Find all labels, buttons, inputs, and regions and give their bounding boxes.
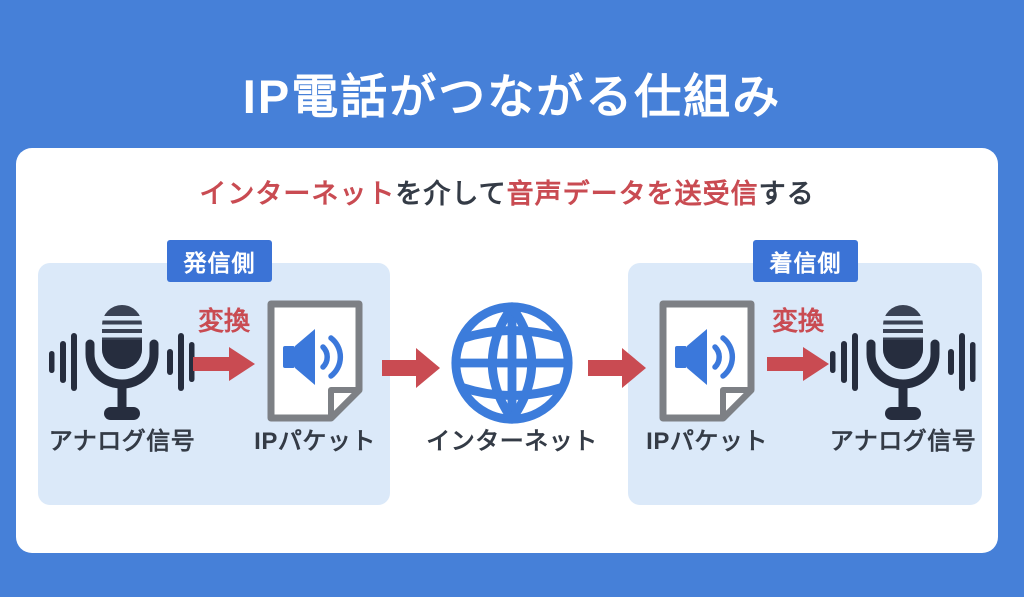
subtitle-segment-internet: インターネット bbox=[199, 179, 396, 209]
sender-audio-packet-icon bbox=[263, 300, 367, 422]
subtitle-segment-voice-data: 音声データを送受信 bbox=[506, 179, 759, 209]
subtitle: インターネットを介して音声データを送受信する bbox=[16, 172, 998, 211]
receiver-audio-packet-icon bbox=[655, 300, 759, 422]
globe-icon bbox=[447, 298, 577, 428]
flow-arrow-right-icon bbox=[588, 348, 646, 388]
main-card: インターネットを介して音声データを送受信する 発信側 着信側 bbox=[16, 148, 998, 553]
sender-convert-arrow-icon bbox=[193, 347, 255, 381]
subtitle-segment-suffix: する bbox=[758, 179, 815, 209]
receiver-analog-signal-label: アナログ信号 bbox=[829, 428, 977, 455]
subtitle-segment-via: を介して bbox=[395, 179, 507, 209]
sender-badge: 発信側 bbox=[167, 240, 272, 282]
receiver-ip-packet-label: IPパケット bbox=[646, 428, 768, 455]
page-title: IP電話がつながる仕組み bbox=[242, 70, 782, 123]
sender-microphone-icon bbox=[47, 303, 197, 421]
internet-label: インターネット bbox=[426, 428, 598, 455]
sender-ip-packet-label: IPパケット bbox=[254, 428, 376, 455]
receiver-badge: 着信側 bbox=[753, 240, 858, 282]
receiver-convert-label: 変換 bbox=[771, 306, 824, 336]
receiver-convert-arrow-icon bbox=[767, 347, 829, 381]
receiver-microphone-icon bbox=[828, 303, 978, 421]
sender-convert-label: 変換 bbox=[197, 306, 250, 336]
sender-analog-signal-label: アナログ信号 bbox=[48, 428, 196, 455]
flow-arrow-left-icon bbox=[382, 348, 440, 388]
